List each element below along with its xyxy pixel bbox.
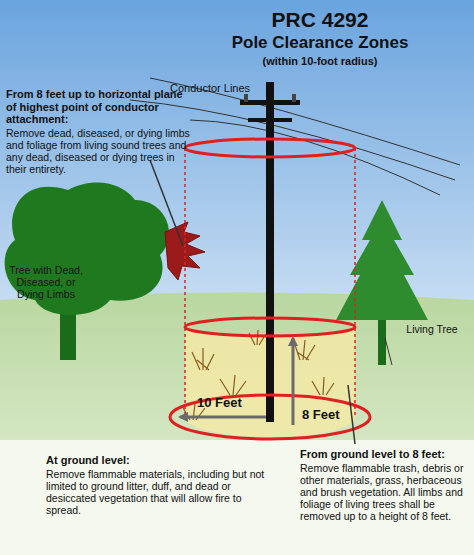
- callout-body: Remove flammable materials, including bu…: [46, 468, 268, 516]
- subtitle-note: (within 10-foot radius): [200, 55, 440, 68]
- dimension: 8 Feet: [302, 408, 340, 423]
- callout-body: Remove flammable trash, debris or other …: [300, 462, 470, 522]
- title: PRC 4292: [200, 8, 440, 32]
- callout-heading: From 8 feet up to horizontal plane of hi…: [6, 88, 196, 126]
- callout-heading: From ground level to 8 feet:: [300, 448, 472, 461]
- callout-body: Remove dead, diseased, or dying limbs an…: [6, 127, 191, 175]
- part-label: Tree with Dead, Diseased, or Dying Limbs: [6, 264, 86, 300]
- dimension: 10 Feet: [197, 396, 242, 411]
- subtitle: Pole Clearance Zones: [190, 33, 450, 53]
- part-label: Living Tree: [402, 323, 462, 335]
- callout-heading: At ground level:: [46, 454, 266, 467]
